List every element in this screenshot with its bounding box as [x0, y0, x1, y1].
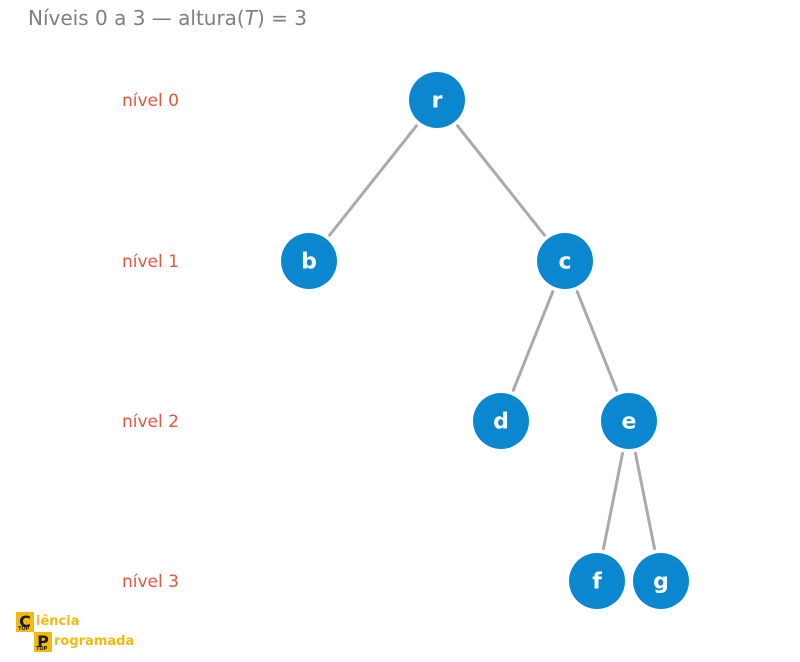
logo-box-c: C TOP — [16, 612, 34, 632]
node-label-e: e — [622, 410, 637, 435]
node-label-f: f — [592, 570, 602, 595]
node-circle-g — [633, 553, 689, 609]
node-f: f — [569, 553, 625, 609]
tree-nodes: r b c d e f g — [281, 72, 689, 609]
title-prefix: Níveis 0 a 3 — altura( — [28, 6, 245, 30]
edge-c-d — [511, 290, 555, 392]
level-labels: nível 0 nível 1 nível 2 nível 3 — [122, 91, 179, 592]
edge-r-b — [328, 124, 418, 237]
node-label-c: c — [558, 250, 571, 275]
node-circle-c — [537, 233, 593, 289]
node-r: r — [409, 72, 465, 128]
node-circle-e — [601, 393, 657, 449]
logo-word-ciencia: iência — [36, 614, 80, 629]
edge-r-c — [456, 124, 546, 237]
edge-c-e — [575, 290, 619, 392]
logo-box-p: P TOP — [34, 632, 52, 652]
node-c: c — [537, 233, 593, 289]
node-label-g: g — [653, 570, 669, 595]
title-variable: T — [244, 6, 257, 30]
title-suffix: ) = 3 — [256, 6, 307, 30]
edge-e-g — [633, 451, 657, 551]
page-title: Níveis 0 a 3 — altura(T) = 3 — [28, 6, 307, 30]
level-label-0: nível 0 — [122, 91, 179, 111]
edge-e-f — [601, 451, 625, 551]
node-b: b — [281, 233, 337, 289]
node-circle-b — [281, 233, 337, 289]
node-circle-r — [409, 72, 465, 128]
node-label-r: r — [432, 89, 443, 114]
level-label-3: nível 3 — [122, 572, 179, 592]
level-label-2: nível 2 — [122, 412, 179, 432]
tree-edges — [328, 124, 657, 551]
node-circle-d — [473, 393, 529, 449]
ciencia-programada-logo: C TOP iência P TOP rogramada — [16, 612, 136, 654]
node-e: e — [601, 393, 657, 449]
node-label-d: d — [493, 410, 509, 435]
node-label-b: b — [301, 250, 317, 275]
level-label-1: nível 1 — [122, 252, 179, 272]
node-d: d — [473, 393, 529, 449]
node-g: g — [633, 553, 689, 609]
node-circle-f — [569, 553, 625, 609]
logo-word-programada: rogramada — [54, 634, 135, 649]
